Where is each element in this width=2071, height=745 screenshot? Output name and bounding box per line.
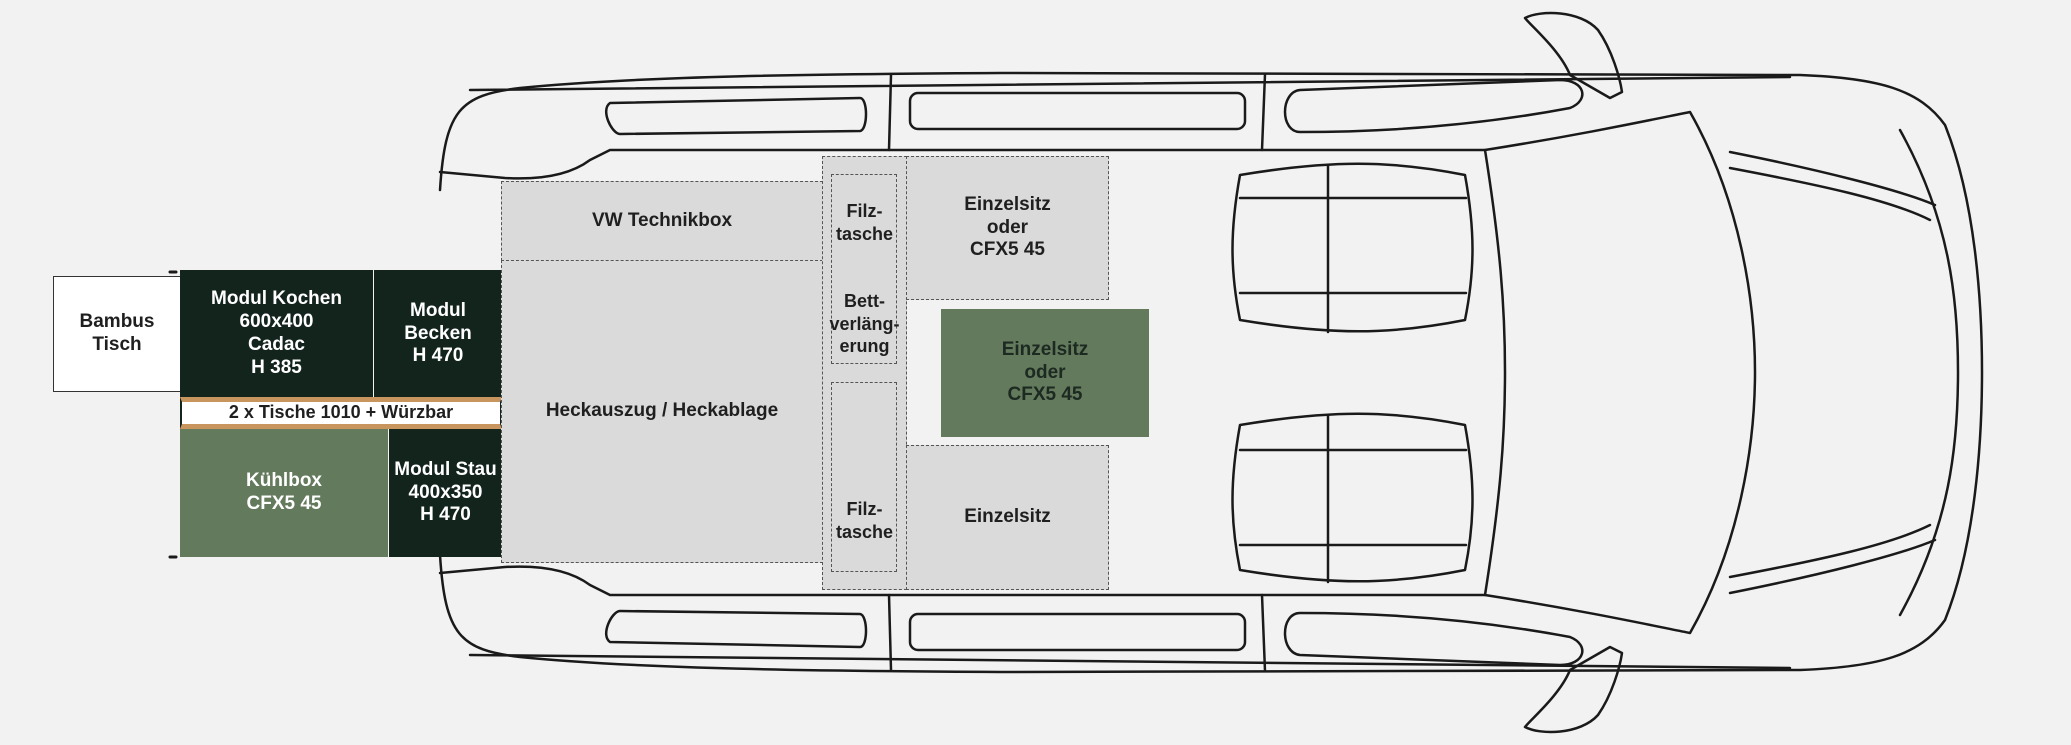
- van-body-outline: [438, 71, 1984, 674]
- filz-inner-top: [831, 174, 897, 364]
- van-window-top-3: [1283, 78, 1584, 134]
- rear-marks: [168, 270, 178, 559]
- filztasche-top-label: Filz- tasche: [835, 201, 894, 244]
- front-seat-top: [1231, 162, 1474, 334]
- einzelsitz-mid: Einzelsitz oder CFX5 45: [941, 309, 1149, 437]
- van-upper-sill: [468, 75, 1792, 92]
- modul-becken: Modul Becken H 470: [374, 270, 502, 398]
- modul-stau: Modul Stau 400x350 H 470: [389, 429, 502, 557]
- van-mirror-top: [1523, 11, 1624, 100]
- van-window-bottom-3: [1283, 611, 1584, 667]
- filz-column: [822, 156, 907, 590]
- van-window-bottom-1: [604, 609, 868, 649]
- van-cockpit: [1483, 110, 1757, 635]
- van-window-bottom-2: [908, 612, 1247, 652]
- tische-wuerzbar: 2 x Tische 1010 + Würzbar: [180, 397, 502, 429]
- van-mirror-bottom: [1523, 645, 1624, 734]
- kuehlbox: Kühlbox CFX5 45: [180, 429, 388, 557]
- einzelsitz-bottom: Einzelsitz: [906, 445, 1109, 590]
- van-pillars: [887, 72, 1267, 673]
- van-lower-sill: [468, 653, 1792, 670]
- van-window-top-2: [908, 91, 1247, 131]
- modul-kochen: Modul Kochen 600x400 Cadac H 385: [180, 270, 373, 398]
- heckauszug-heckablage: Heckauszug / Heckablage: [501, 260, 823, 563]
- van-window-top-1: [604, 96, 868, 136]
- bambus-tisch: Bambus Tisch: [53, 276, 181, 392]
- vw-technikbox: VW Technikbox: [501, 181, 823, 261]
- van-cabin-line: [438, 148, 1487, 597]
- filz-inner-bottom: [831, 382, 897, 572]
- front-seat-bottom: [1231, 412, 1474, 584]
- einzelsitz-top: Einzelsitz oder CFX5 45: [906, 156, 1109, 300]
- filztasche-bottom-label: Filz- tasche: [835, 499, 894, 542]
- bettverlaengerung-label: Bett- verläng- erung: [829, 291, 900, 356]
- van-windshield: [1728, 128, 1960, 617]
